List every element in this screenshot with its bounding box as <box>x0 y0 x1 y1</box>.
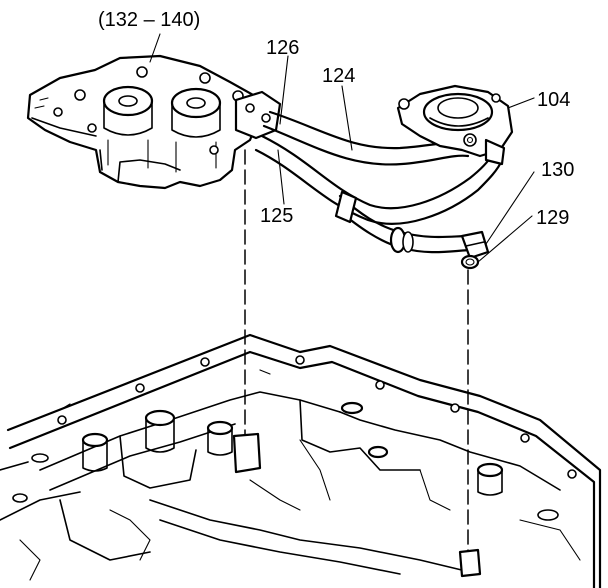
callout-125: 125 <box>260 205 293 227</box>
valve-body-assembly <box>26 54 260 190</box>
callout-124: 124 <box>322 65 355 87</box>
leader-lines <box>149 33 535 263</box>
strainer-130 <box>460 230 490 260</box>
pump-housing-104 <box>396 84 514 166</box>
callout-104: 104 <box>537 89 570 111</box>
callout-labels: (132 – 140) 126 124 104 130 129 125 <box>98 9 574 229</box>
seal-129 <box>460 254 480 270</box>
callout-range-132-140: (132 – 140) <box>98 9 200 31</box>
callout-130: 130 <box>541 159 574 181</box>
callout-126: 126 <box>266 37 299 59</box>
oil-pipe-126 <box>254 134 504 225</box>
callout-129: 129 <box>536 207 569 229</box>
pipe-fitting-block <box>234 90 282 140</box>
oil-pipe-125 <box>334 190 476 254</box>
transmission-case <box>0 333 602 588</box>
alignment-lines <box>244 149 469 561</box>
